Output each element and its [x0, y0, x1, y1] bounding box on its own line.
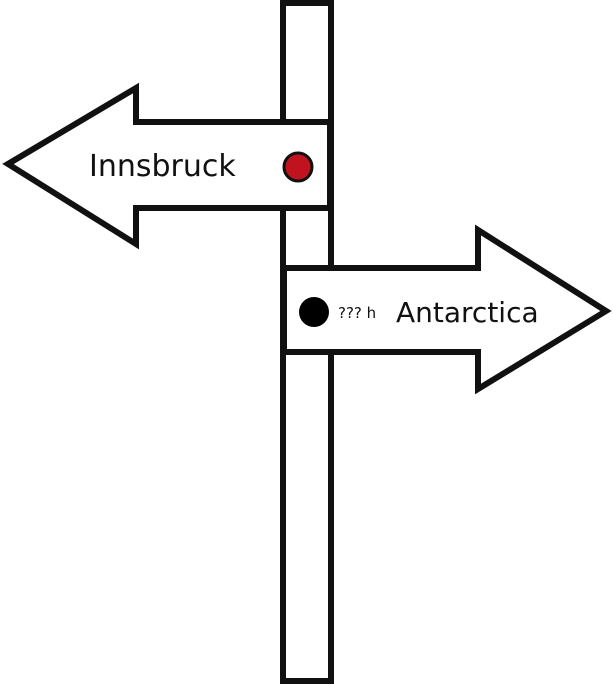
sign-left-innsbruck: Innsbruck — [2, 82, 333, 250]
left-arrow-shape — [2, 82, 333, 250]
right-arrow-shape — [281, 224, 612, 395]
left-destination-label: Innsbruck — [89, 149, 236, 184]
right-destination-label: Antarctica — [396, 296, 539, 329]
right-location-marker — [299, 297, 329, 327]
right-time-label: ??? h — [338, 304, 376, 322]
left-location-marker — [282, 151, 314, 183]
sign-right-antarctica: ??? h Antarctica — [281, 224, 612, 395]
